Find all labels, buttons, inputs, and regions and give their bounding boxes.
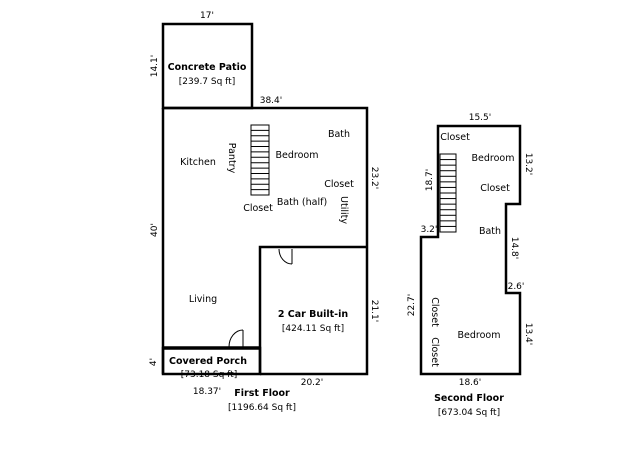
room-bedroom: Bedroom xyxy=(276,150,319,161)
room-kitchen: Kitchen xyxy=(180,157,216,168)
stair-frame xyxy=(250,124,270,196)
sf-right-mid: 14.8' xyxy=(509,237,519,260)
room-closet-mid: Closet xyxy=(243,203,273,214)
room-bath-half: Bath (half) xyxy=(277,197,327,208)
sf-top-width: 15.5' xyxy=(469,113,492,123)
sf-right-top: 13.2' xyxy=(523,153,533,176)
garage-walls xyxy=(258,245,367,374)
sf-room-bath: Bath xyxy=(479,226,501,237)
ff-bottom-right: 20.2' xyxy=(301,378,324,388)
sf-room-bedroom-bottom: Bedroom xyxy=(458,330,501,341)
ff-patio-depth: 14.1' xyxy=(150,55,160,78)
sf-room-closet-top: Closet xyxy=(440,132,470,143)
room-bath: Bath xyxy=(328,129,350,140)
first-floor-title: First Floor xyxy=(234,388,290,399)
sf-left-lower: 22.7' xyxy=(407,294,417,317)
room-patio-area: [239.7 Sq ft] xyxy=(179,77,235,87)
living-door-swing xyxy=(228,329,244,348)
sf-right-lower: 13.4' xyxy=(523,323,533,346)
room-pantry: Pantry xyxy=(226,143,237,174)
sf-bottom-width: 18.6' xyxy=(459,378,482,388)
sf-step-in: 3.2' xyxy=(421,225,438,235)
ff-top-width: 38.4' xyxy=(260,96,283,106)
second-floor-stairs xyxy=(439,153,457,233)
room-closet-right: Closet xyxy=(324,179,354,190)
porch-outline xyxy=(161,346,262,376)
ff-right-lower: 21.1' xyxy=(369,300,379,323)
second-floor-plan xyxy=(419,124,522,376)
room-garage-area: [424.11 Sq ft] xyxy=(282,324,344,334)
sf-room-closet-mid: Closet xyxy=(480,183,510,194)
ff-porch-depth: 4' xyxy=(149,358,159,366)
sf-room-closet-left-2: Closet xyxy=(429,337,440,367)
room-porch-name: Covered Porch xyxy=(169,356,247,367)
first-floor-area: [1196.64 Sq ft] xyxy=(228,403,296,413)
sf-room-closet-left-1: Closet xyxy=(429,297,440,327)
room-living: Living xyxy=(189,294,217,305)
sf-room-bedroom-top: Bedroom xyxy=(472,153,515,164)
sf-step-out: 2.6' xyxy=(508,282,525,292)
room-utility: Utility xyxy=(338,196,349,224)
second-floor-outline xyxy=(419,124,522,376)
ff-porch-width: 18.37' xyxy=(193,387,221,397)
room-patio-name: Concrete Patio xyxy=(168,62,247,73)
first-floor-stairs xyxy=(250,124,270,196)
second-floor-area: [673.04 Sq ft] xyxy=(438,408,500,418)
sf-stair-height: 18.7' xyxy=(425,169,435,192)
room-porch-area: [73.18 Sq ft] xyxy=(181,370,237,380)
ff-right-upper: 23.2' xyxy=(369,167,379,190)
room-garage-name: 2 Car Built-in xyxy=(278,309,349,320)
first-floor-plan xyxy=(161,22,369,376)
house-outline-right xyxy=(163,106,369,376)
garage-door-swing xyxy=(278,248,293,265)
ff-patio-width: 17' xyxy=(200,11,214,21)
ff-left-height: 40' xyxy=(150,223,160,237)
second-floor-title: Second Floor xyxy=(434,393,504,404)
